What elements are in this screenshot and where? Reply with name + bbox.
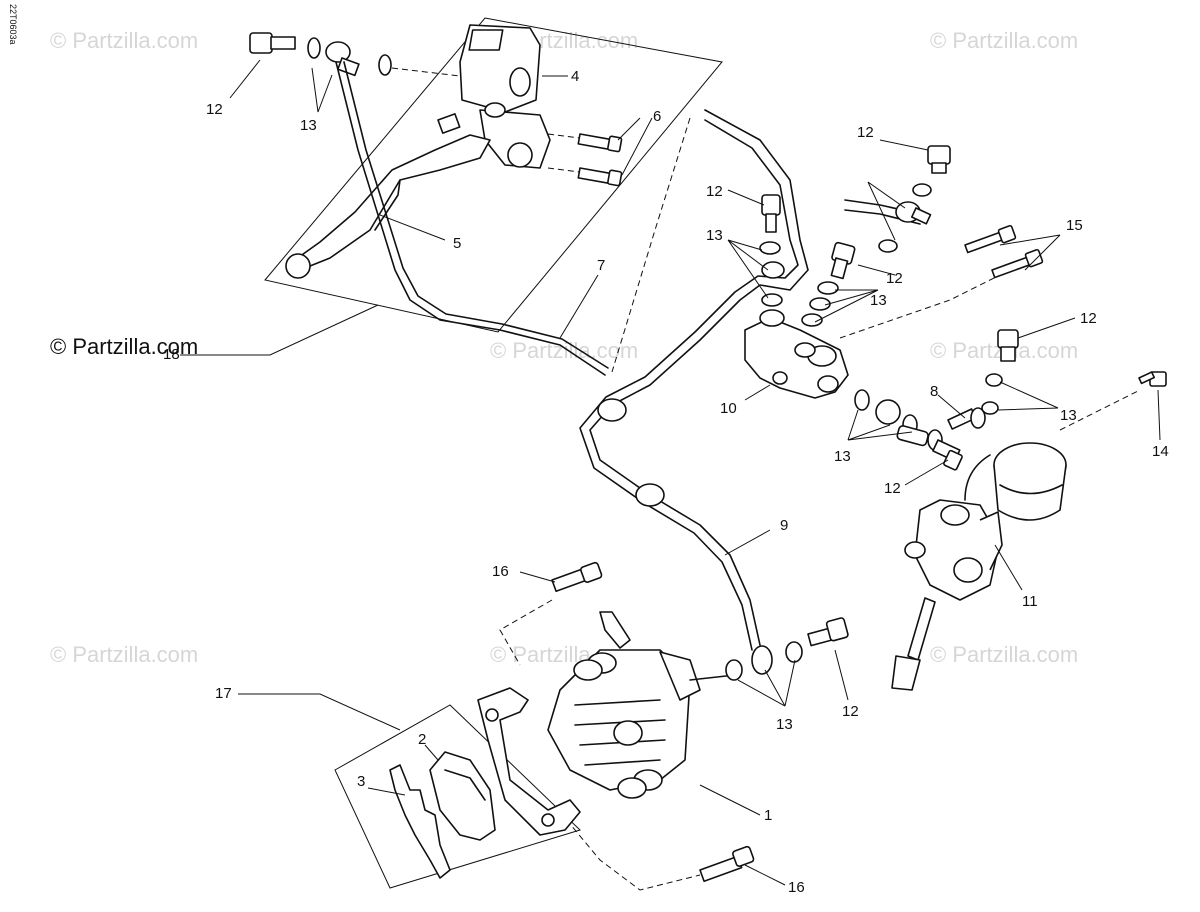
master-cylinder-kit-outline — [264, 17, 723, 333]
banjo-fitting-icon — [896, 425, 929, 447]
callout-13: 13 — [870, 292, 887, 309]
leader-lines — [180, 59, 1161, 886]
watermark-text: © Partzilla.com — [50, 642, 198, 667]
master-cylinder-icon — [437, 24, 551, 169]
brake-pad-icon — [429, 751, 496, 841]
brake-hose-icon — [335, 61, 606, 376]
caliper-bracket-icon — [477, 687, 581, 836]
banjo-fitting-icon — [325, 41, 360, 77]
callout-13: 13 — [1060, 407, 1077, 424]
caliper-bolt-icon — [551, 561, 603, 593]
banjo-bolt-icon — [830, 241, 856, 280]
pad-kit-outline — [334, 704, 581, 889]
hose-clamp-icon — [635, 483, 665, 507]
washer-icon — [981, 401, 999, 415]
washer-icon — [801, 313, 823, 327]
washer-icon — [912, 183, 932, 197]
screw-icon — [577, 167, 623, 187]
dash-line — [547, 133, 581, 173]
fitting-icon — [761, 261, 785, 279]
washer-icon — [854, 389, 870, 411]
washer-icon — [985, 373, 1003, 387]
bolt-icon — [991, 248, 1044, 279]
callout-8: 8 — [930, 383, 938, 400]
watermark-text: © Partzilla.com — [930, 642, 1078, 667]
callout-17: 17 — [215, 685, 232, 702]
callout-9: 9 — [780, 517, 788, 534]
dash-line — [499, 599, 553, 666]
callout-2: 2 — [418, 731, 426, 748]
banjo-fitting-icon — [895, 201, 932, 225]
caliper-bolt-icon — [699, 845, 755, 883]
washer-icon — [725, 659, 743, 681]
dash-line — [391, 67, 461, 77]
callout-6: 6 — [653, 108, 661, 125]
washer-icon — [785, 641, 803, 663]
callout-18: 18 — [163, 346, 180, 363]
brake-hose-icon — [343, 61, 609, 369]
banjo-bolt-icon — [249, 32, 296, 54]
callout-12: 12 — [884, 480, 901, 497]
reservoir-hose-icon — [964, 454, 991, 501]
washer-icon — [307, 37, 321, 59]
callout-11: 11 — [1022, 593, 1038, 610]
brake-caliper-icon — [547, 611, 701, 799]
bolt-icon — [1138, 371, 1167, 387]
watermark-text: © Partzilla.com — [930, 28, 1078, 53]
banjo-bolt-icon — [932, 439, 963, 471]
washer-icon — [378, 54, 392, 76]
watermark-text: © Partzilla.com — [50, 28, 198, 53]
bolt-icon — [964, 224, 1017, 254]
callout-12: 12 — [886, 270, 903, 287]
callout-13: 13 — [300, 117, 317, 134]
callout-1: 1 — [764, 807, 772, 824]
washer-icon — [759, 241, 781, 255]
main-watermark: © Partzilla.com — [50, 334, 198, 359]
callout-7: 7 — [597, 257, 605, 274]
banjo-bolt-icon — [807, 617, 849, 647]
callout-12: 12 — [206, 101, 223, 118]
callout-10: 10 — [720, 400, 737, 417]
callout-5: 5 — [453, 235, 461, 252]
brake-hose-icon — [579, 119, 799, 651]
dash-line — [559, 811, 701, 891]
banjo-bolt-icon — [761, 194, 781, 233]
callout-3: 3 — [357, 773, 365, 790]
banjo-fitting-icon — [751, 645, 773, 675]
callout-12: 12 — [706, 183, 723, 200]
pad-spring-icon — [389, 764, 451, 879]
banjo-bolt-icon — [927, 145, 951, 174]
brake-lever-icon — [285, 134, 491, 279]
watermark-text: © Partzilla.com — [490, 338, 638, 363]
callout-12: 12 — [842, 703, 859, 720]
fitting-icon — [947, 407, 986, 430]
callout-13: 13 — [776, 716, 793, 733]
fitting-icon — [875, 399, 901, 425]
callout-13: 13 — [706, 227, 723, 244]
diagram-code: 22T0603a — [8, 4, 18, 45]
callout-16: 16 — [788, 879, 805, 896]
rear-master-cylinder-icon — [891, 442, 1067, 691]
callout-4: 4 — [571, 68, 579, 85]
callouts: 12 13 4 6 5 7 18 © Partzilla.com 12 12 1… — [50, 68, 1169, 896]
hose-clamp-icon — [597, 398, 627, 422]
callout-14: 14 — [1152, 443, 1169, 460]
banjo-bolt-icon — [997, 329, 1019, 362]
washer-icon — [761, 293, 783, 307]
callout-13: 13 — [834, 448, 851, 465]
callout-16: 16 — [492, 563, 509, 580]
callout-12: 12 — [1080, 310, 1097, 327]
callout-15: 15 — [1066, 217, 1083, 234]
callout-12: 12 — [857, 124, 874, 141]
dash-line — [611, 117, 691, 373]
dash-line — [1059, 389, 1141, 431]
dash-line — [839, 269, 1011, 339]
washer-icon — [878, 239, 898, 253]
brake-hose-icon — [589, 109, 809, 646]
screw-icon — [577, 133, 623, 153]
distribution-block-icon — [744, 309, 849, 399]
washer-icon — [817, 281, 839, 295]
